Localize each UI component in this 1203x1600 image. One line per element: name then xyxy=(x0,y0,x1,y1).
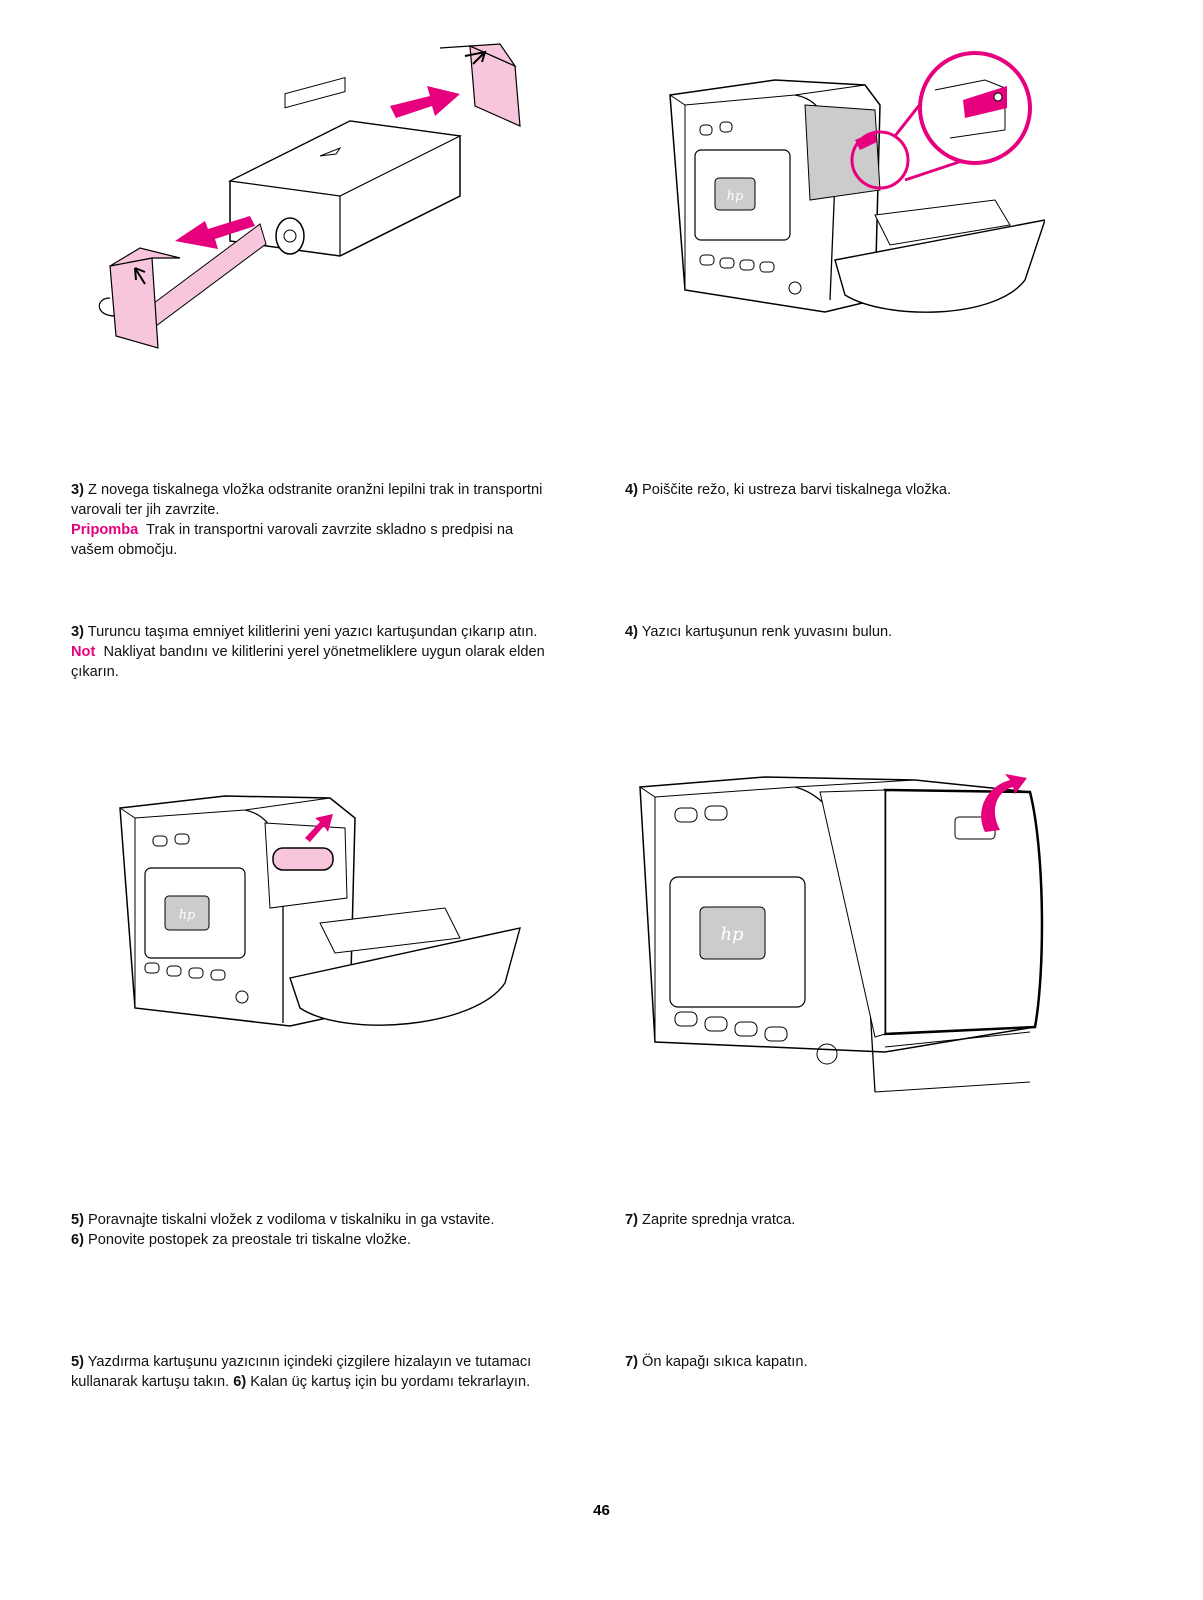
instruction-sl-4: 4) Poiščite režo, ki ustreza barvi tiska… xyxy=(625,480,1125,500)
step-number: 3) xyxy=(71,482,84,498)
note-label: Not xyxy=(71,644,96,660)
step-number: 4) xyxy=(625,624,638,640)
hp-logo: hp xyxy=(179,908,196,923)
step-text: Zaprite sprednja vratca. xyxy=(642,1212,796,1228)
instruction-sl-3: 3) Z novega tiskalnega vložka odstranite… xyxy=(71,480,551,560)
note-text: Trak in transportni varovali zavrzite sk… xyxy=(71,522,514,558)
figure-remove-tape xyxy=(90,36,540,356)
figure-close-door: hp xyxy=(635,772,1055,1102)
step-number: 5) xyxy=(71,1354,84,1370)
instruction-sl-7: 7) Zaprite sprednja vratca. xyxy=(625,1210,1125,1230)
note-label: Pripomba xyxy=(71,522,139,538)
figure-insert-cartridge: hp xyxy=(115,778,525,1038)
instruction-tr-5-6: 5) Yazdırma kartuşunu yazıcının içindeki… xyxy=(71,1352,541,1392)
step-text: Z novega tiskalnega vložka odstranite or… xyxy=(71,482,543,518)
hp-logo: hp xyxy=(727,189,744,204)
step-number: 6) xyxy=(71,1232,84,1248)
step-text: Turuncu taşıma emniyet kilitlerini yeni … xyxy=(87,624,538,640)
step-text: Yazdırma kartuşunu yazıcının içindeki çi… xyxy=(71,1354,532,1390)
page-number: 46 xyxy=(593,1502,610,1519)
step-text: Ön kapağı sıkıca kapatın. xyxy=(642,1354,808,1370)
step-number: 4) xyxy=(625,482,638,498)
step-number: 3) xyxy=(71,624,84,640)
step-text: Ponovite postopek za preostale tri tiska… xyxy=(88,1232,411,1248)
step-text: Poravnajte tiskalni vložek z vodiloma v … xyxy=(88,1212,495,1228)
instruction-tr-7: 7) Ön kapağı sıkıca kapatın. xyxy=(625,1352,1125,1372)
step-text: Yazıcı kartuşunun renk yuvasını bulun. xyxy=(641,624,893,640)
instruction-tr-3: 3) Turuncu taşıma emniyet kilitlerini ye… xyxy=(71,622,551,682)
hp-logo: hp xyxy=(720,924,744,945)
step-number: 5) xyxy=(71,1212,84,1228)
instruction-sl-5-6: 5) Poravnajte tiskalni vložek z vodiloma… xyxy=(71,1210,571,1250)
instruction-tr-4: 4) Yazıcı kartuşunun renk yuvasını bulun… xyxy=(625,622,1125,642)
figure-locate-slot: hp xyxy=(665,50,1045,330)
step-number: 7) xyxy=(625,1212,638,1228)
step-number: 7) xyxy=(625,1354,638,1370)
note-text: Nakliyat bandını ve kilitlerini yerel yö… xyxy=(71,644,545,680)
step-text: Kalan üç kartuş için bu yordamı tekrarla… xyxy=(250,1374,531,1390)
step-number: 6) xyxy=(233,1374,247,1390)
step-text: Poiščite režo, ki ustreza barvi tiskalne… xyxy=(642,482,952,498)
